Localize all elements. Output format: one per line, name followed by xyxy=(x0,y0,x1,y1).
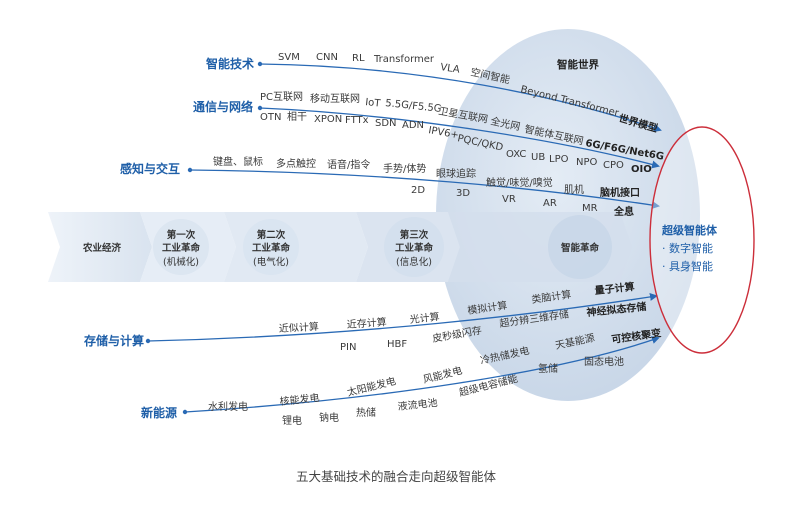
compute-arrow xyxy=(147,292,658,342)
compute-term: 近似计算 xyxy=(278,320,319,335)
comm-tech: XPON xyxy=(314,114,342,125)
compute-term: 近存计算 xyxy=(346,315,387,331)
comm-term: 5.5G/F5.5G xyxy=(385,98,442,115)
hci-display: 2D xyxy=(411,185,425,196)
ai-term: RL xyxy=(352,53,365,64)
era-r2-note: (电气化) xyxy=(253,256,289,268)
goal-title: 超级智能体 xyxy=(661,223,718,237)
era-r2-title: 第二次 xyxy=(257,229,286,241)
goal-ellipse xyxy=(649,126,755,354)
category-compute: 存储与计算 xyxy=(83,333,144,348)
energy-storage: 液流电池 xyxy=(397,396,438,413)
hci-display: VR xyxy=(502,194,516,205)
comm-term: 移动互联网 xyxy=(310,92,360,105)
hci-terms: 键盘、鼠标 多点触控 语音/指令 手势/体势 眼球追踪 触觉/味觉/嗅觉 肌机 … xyxy=(213,155,640,218)
ai-arrow xyxy=(259,63,662,132)
energy-term: 水利发电 xyxy=(208,400,248,413)
energy-arrow-dot xyxy=(182,409,188,415)
comm-term: IoT xyxy=(365,97,382,110)
energy-storage: 锂电 xyxy=(282,414,302,427)
era-agri-label: 农业经济 xyxy=(82,242,122,254)
era-chevron-agri xyxy=(48,212,152,282)
compute-term-end: 量子计算 xyxy=(594,280,635,297)
arrow-start-dots xyxy=(145,61,263,415)
hci-term: 眼球追踪 xyxy=(436,167,476,180)
comm-arrow xyxy=(259,107,660,169)
era-circle-r3 xyxy=(384,217,444,277)
comm-tech: 相干 xyxy=(287,110,307,123)
energy-arrow xyxy=(184,336,660,413)
goal-item-embodied: · 具身智能 xyxy=(662,259,713,273)
goal-item-digital: · 数字智能 xyxy=(662,241,713,255)
ai-term: VLA xyxy=(440,62,461,76)
era-r3-note: (信息化) xyxy=(396,256,432,268)
era-circle-r2 xyxy=(243,219,299,275)
hci-term-end: 脑机接口 xyxy=(600,186,640,199)
energy-storage: 热储 xyxy=(356,406,376,419)
energy-storage: 氢储 xyxy=(538,362,558,375)
comm-tech: CPO xyxy=(603,160,624,171)
era-circle-r1 xyxy=(153,219,209,275)
sphere-title: 智能世界 xyxy=(556,58,599,71)
category-ai: 智能技术 xyxy=(205,56,254,71)
era-circle-smart xyxy=(548,215,612,279)
comm-term: PC互联网 xyxy=(260,91,303,103)
comm-tech: UB xyxy=(531,152,545,163)
hci-term: 语音/指令 xyxy=(327,158,370,171)
comm-tech: SDN xyxy=(375,118,397,129)
era-r3-title: 第三次 xyxy=(400,229,429,241)
era-r3-subtitle: 工业革命 xyxy=(395,242,434,254)
comm-tech: OTN xyxy=(260,112,281,123)
comm-tech: OXC xyxy=(506,149,526,160)
ai-term: Transformer xyxy=(373,54,435,65)
era-r1-title: 第一次 xyxy=(167,229,196,241)
ai-term: CNN xyxy=(316,52,338,63)
compute-storage: HBF xyxy=(387,339,407,350)
hci-term: 触觉/味觉/嗅觉 xyxy=(486,176,553,189)
hci-arrow-dot xyxy=(187,167,193,173)
energy-term: 核能发电 xyxy=(279,391,320,408)
comm-tech: OIO xyxy=(631,164,652,175)
ai-term: SVM xyxy=(278,52,300,63)
comm-arrow-dot xyxy=(257,105,263,111)
energy-storage: 钠电 xyxy=(319,411,339,424)
era-r1-subtitle: 工业革命 xyxy=(162,242,201,254)
hci-display: 3D xyxy=(456,188,470,199)
hci-arrow xyxy=(189,169,660,210)
compute-term: 光计算 xyxy=(409,310,440,326)
hci-term: 手势/体势 xyxy=(383,162,426,175)
era-smart-label: 智能革命 xyxy=(561,242,600,254)
comm-tech: ADN xyxy=(402,120,424,131)
energy-storage: 固态电池 xyxy=(584,355,624,368)
compute-storage: PIN xyxy=(340,342,356,353)
category-energy: 新能源 xyxy=(141,405,177,420)
era-r2-subtitle: 工业革命 xyxy=(252,242,291,254)
ai-arrow-dot xyxy=(257,61,263,67)
era-band: 农业经济 第一次 工业革命 (机械化) 第二次 工业革命 (电气化) 第三次 工… xyxy=(48,212,632,282)
era-r1-note: (机械化) xyxy=(163,256,199,268)
arrow-lines xyxy=(147,63,662,413)
energy-term: 风能发电 xyxy=(422,364,464,386)
hci-term: 多点触控 xyxy=(276,157,316,170)
energy-storage: 超级电容储能 xyxy=(458,372,519,399)
category-comm: 通信与网络 xyxy=(193,99,253,114)
compute-arrow-dot xyxy=(145,338,151,344)
figure-caption: 五大基础技术的融合走向超级智能体 xyxy=(296,469,497,484)
category-hci: 感知与交互 xyxy=(120,161,180,176)
hci-term: 键盘、鼠标 xyxy=(213,155,263,168)
hci-display-end: 全息 xyxy=(613,205,634,218)
hci-display: AR xyxy=(543,198,557,209)
comm-tech: LPO xyxy=(549,154,569,165)
comm-tech: NPO xyxy=(576,157,598,168)
hci-display: MR xyxy=(582,203,598,214)
comm-tech: IPV6+ xyxy=(427,125,459,141)
hci-term: 肌机 xyxy=(564,183,584,196)
comm-tech: FTTx xyxy=(345,115,369,126)
